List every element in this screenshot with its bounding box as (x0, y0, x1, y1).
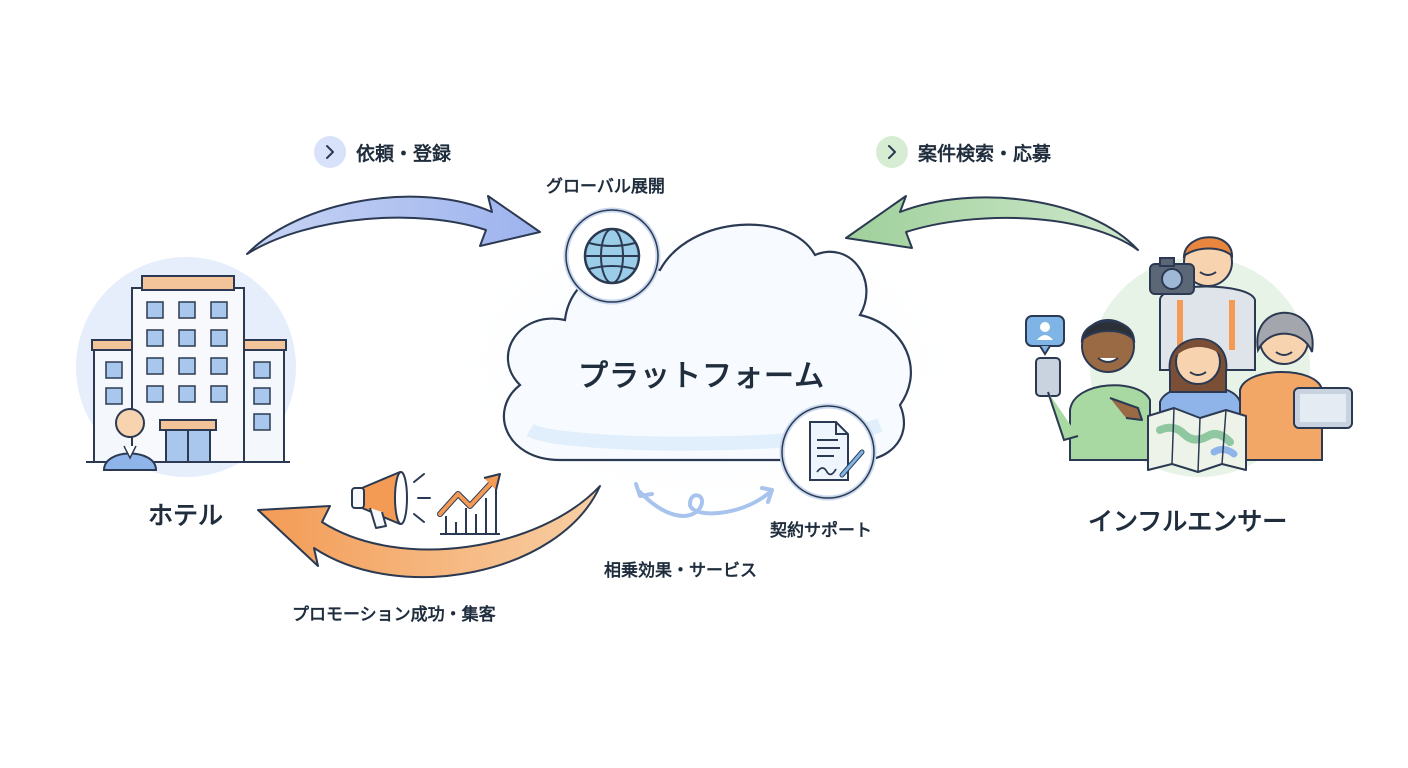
influencer-group-icon (1025, 236, 1353, 477)
tablet-icon (1293, 387, 1353, 429)
hotel-building-icon (76, 257, 296, 477)
camera-icon (1149, 257, 1195, 295)
promotion-arrow (257, 485, 601, 579)
globe-icon (563, 207, 661, 305)
request-label: 依頼・登録 (356, 142, 452, 165)
global-label: グローバル展開 (546, 177, 665, 197)
influencer-label: インフルエンサー (1088, 507, 1288, 536)
profile-badge-icon (1025, 315, 1065, 356)
synergy-label: 相乗効果・サービス (604, 561, 757, 581)
smartphone-icon (1035, 357, 1061, 397)
hotel-label: ホテル (148, 501, 224, 530)
document-signature-icon (779, 403, 877, 501)
chevron-right-icon (876, 136, 908, 168)
contract-label: 契約サポート (770, 521, 872, 541)
promotion-label: プロモーション成功・集客 (292, 605, 496, 625)
synergy-loop-arrow (638, 490, 772, 518)
search-label: 案件検索・応募 (918, 142, 1052, 165)
megaphone-icon (351, 471, 431, 529)
platform-title: プラットフォーム (578, 359, 826, 394)
search-arrow (845, 195, 1139, 251)
map-icon (1147, 407, 1247, 473)
growth-chart-icon (437, 473, 501, 535)
chevron-right-icon (314, 136, 346, 168)
request-step: 依頼・登録 (314, 136, 451, 168)
request-arrow (246, 195, 541, 255)
search-step: 案件検索・応募 (876, 136, 1051, 168)
